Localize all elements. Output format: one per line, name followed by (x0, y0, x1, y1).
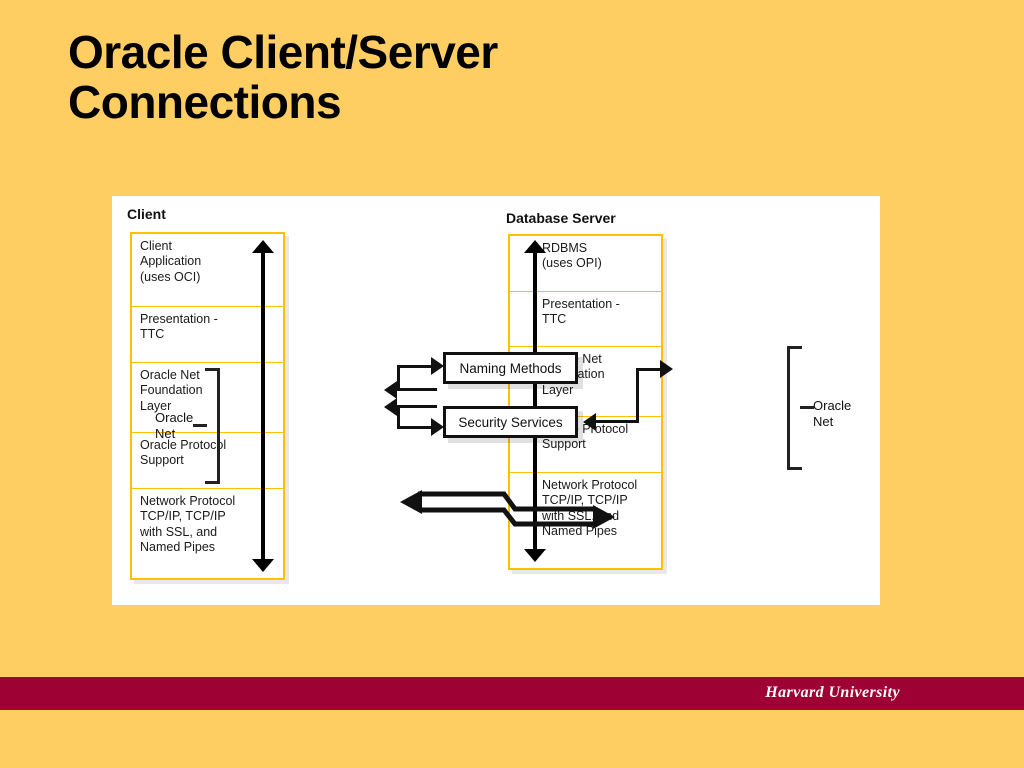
connector-security-to-server-v (636, 368, 639, 423)
client-stack: Client Application (uses OCI) Presentati… (130, 232, 285, 580)
server-layer-rdbms: RDBMS (uses OPI) (510, 236, 661, 292)
connector-client-to-security-v (397, 405, 400, 429)
server-layer-presentation: Presentation - TTC (510, 292, 661, 347)
client-layer-protocol-support: Oracle Protocol Support (132, 433, 283, 489)
server-oracle-net-bracket (786, 346, 814, 470)
arrowhead-to-security-right-icon (583, 413, 596, 431)
arrowhead-to-security-icon (431, 418, 444, 436)
connector-security-to-server-h (596, 420, 638, 423)
security-services-box[interactable]: Security Services (443, 406, 578, 438)
client-layer-application: Client Application (uses OCI) (132, 234, 283, 307)
connector-naming-to-client-h (397, 388, 437, 391)
client-oracle-net-bracket (193, 368, 221, 484)
arrowhead-to-client-lower-icon (384, 398, 397, 416)
server-oracle-net-label: Oracle Net (813, 398, 852, 430)
connector-server-inbound-h (636, 368, 664, 371)
page-title: Oracle Client/Server Connections (68, 26, 498, 128)
client-layer-net-foundation: Oracle Net Foundation Layer (132, 363, 283, 433)
server-column-heading: Database Server (506, 210, 616, 226)
client-oracle-net-label: Oracle Net (155, 410, 194, 442)
client-column-heading: Client (127, 206, 166, 222)
connector-client-to-naming-h (397, 365, 435, 368)
network-zigzag-double-arrow-icon (400, 490, 615, 529)
connector-client-to-naming (397, 365, 400, 390)
connector-client-to-security-h (397, 426, 435, 429)
naming-methods-box[interactable]: Naming Methods (443, 352, 578, 384)
arrowhead-to-naming-icon (431, 357, 444, 375)
server-layer-network-protocol: Network Protocol TCP/IP, TCP/IP with SSL… (542, 478, 638, 538)
connector-security-to-client-h (397, 405, 437, 408)
server-vertical-double-arrow-icon (524, 240, 546, 562)
client-layer-presentation: Presentation - TTC (132, 307, 283, 363)
footer-attribution: Harvard University (765, 684, 900, 701)
arrowhead-to-server-icon (660, 360, 673, 378)
client-layer-network-protocol: Network Protocol TCP/IP, TCP/IP with SSL… (140, 494, 236, 554)
arrowhead-to-client-upper-icon (384, 381, 397, 399)
client-vertical-double-arrow-icon (252, 240, 274, 572)
footer-band (0, 677, 1024, 710)
